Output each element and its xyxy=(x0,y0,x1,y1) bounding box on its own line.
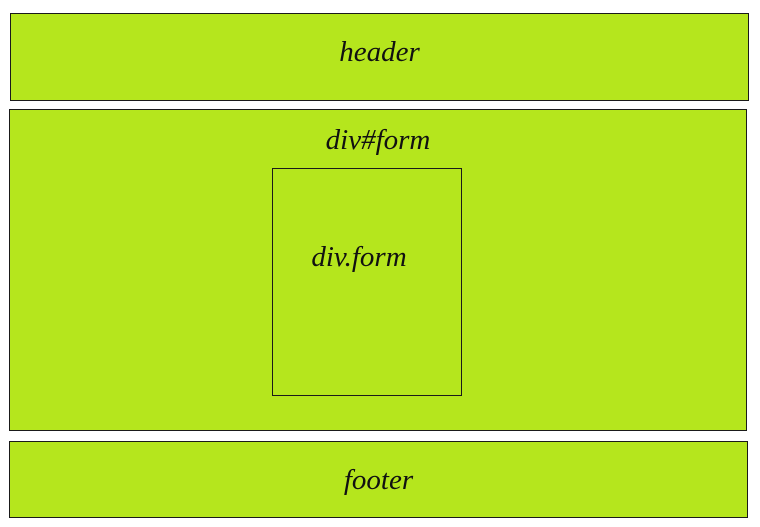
form-container-label: div#form xyxy=(325,124,431,156)
footer-block: footer xyxy=(9,441,748,518)
form-inner-label: div.form xyxy=(311,241,407,273)
footer-label: footer xyxy=(343,464,414,496)
header-block: header xyxy=(10,13,749,101)
form-container-block: div#form div.form xyxy=(9,109,747,431)
header-label: header xyxy=(339,36,420,68)
form-inner-block: div.form xyxy=(272,168,462,396)
